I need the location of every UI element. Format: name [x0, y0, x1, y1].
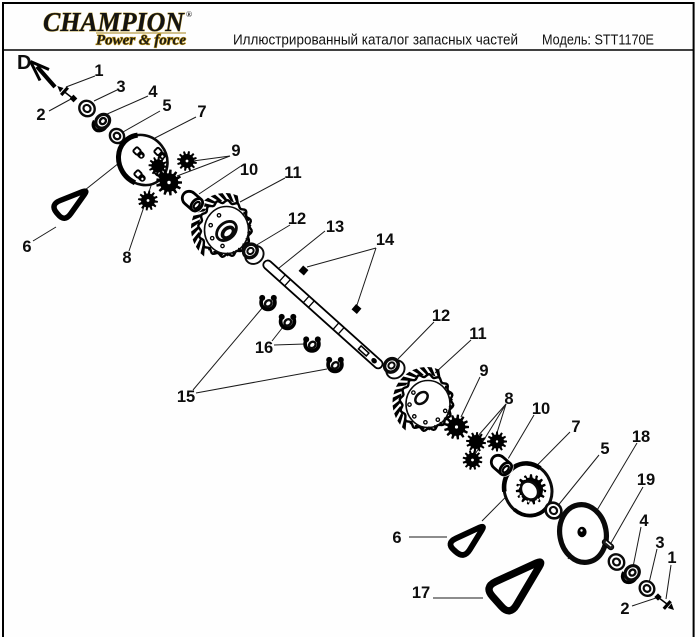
svg-text:8: 8	[504, 390, 513, 408]
svg-text:17: 17	[412, 584, 430, 602]
svg-text:2: 2	[620, 600, 629, 618]
svg-text:Модель: STT1170E: Модель: STT1170E	[542, 33, 654, 49]
svg-text:9: 9	[479, 362, 488, 380]
svg-text:Иллюстрированный каталог запас: Иллюстрированный каталог запасных частей	[233, 32, 518, 49]
svg-text:D: D	[17, 52, 31, 74]
svg-text:12: 12	[288, 210, 306, 228]
svg-text:5: 5	[162, 97, 171, 115]
svg-text:4: 4	[148, 83, 158, 101]
svg-text:18: 18	[632, 428, 650, 446]
svg-text:14: 14	[376, 231, 395, 249]
svg-text:6: 6	[392, 529, 401, 547]
svg-text:7: 7	[197, 103, 206, 121]
svg-text:11: 11	[469, 325, 486, 343]
svg-text:12: 12	[432, 307, 450, 325]
svg-text:Power & force: Power & force	[96, 33, 186, 49]
svg-text:13: 13	[326, 218, 344, 236]
svg-text:3: 3	[655, 534, 664, 552]
svg-text:10: 10	[240, 161, 258, 179]
svg-text:4: 4	[639, 512, 649, 530]
svg-text:2: 2	[36, 106, 45, 124]
svg-text:®: ®	[186, 10, 192, 19]
svg-text:11: 11	[284, 164, 301, 182]
svg-text:7: 7	[571, 418, 580, 436]
svg-text:16: 16	[255, 339, 273, 357]
svg-text:10: 10	[532, 400, 550, 418]
svg-text:6: 6	[22, 238, 31, 256]
svg-text:1: 1	[667, 549, 676, 567]
svg-text:3: 3	[116, 78, 125, 96]
svg-text:5: 5	[600, 440, 609, 458]
svg-text:15: 15	[177, 388, 195, 406]
svg-text:9: 9	[231, 142, 240, 160]
svg-text:1: 1	[94, 62, 103, 80]
svg-text:19: 19	[637, 471, 655, 489]
svg-text:8: 8	[122, 249, 131, 267]
svg-text:CHAMPION: CHAMPION	[43, 7, 185, 37]
